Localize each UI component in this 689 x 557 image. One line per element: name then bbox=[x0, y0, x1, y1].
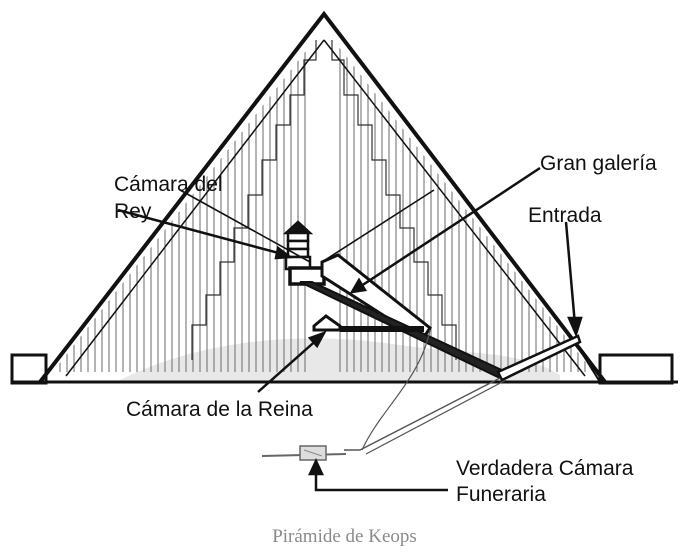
leader-lines bbox=[117, 166, 583, 492]
service-shaft bbox=[361, 329, 431, 451]
air-shaft-1 bbox=[179, 189, 311, 263]
air-shaft-2 bbox=[321, 189, 435, 263]
base-diagonal-right bbox=[579, 349, 601, 383]
base-platform-left bbox=[10, 353, 48, 385]
label-kings-chamber-line2: Rey bbox=[114, 200, 152, 223]
subterranean-passage-2 bbox=[365, 379, 507, 455]
casing-line-left bbox=[65, 39, 325, 377]
label-burial-chamber-line1: Verdadera Cámara bbox=[456, 457, 634, 480]
pyramid-outline bbox=[38, 10, 607, 384]
queens-chamber bbox=[312, 314, 342, 332]
label-entrance: Entrada bbox=[528, 204, 602, 227]
label-kings-chamber-line1: Cámara del bbox=[114, 173, 223, 196]
stepped-core-outline bbox=[191, 40, 457, 360]
subterranean-passage bbox=[344, 377, 501, 451]
label-grand-gallery: Gran galería bbox=[540, 152, 657, 175]
burial-chamber bbox=[261, 445, 347, 461]
casing-line-right bbox=[323, 39, 586, 377]
label-queens-chamber: Cámara de la Reina bbox=[126, 398, 313, 421]
descending-passage bbox=[496, 334, 582, 382]
figure-caption: Pirámide de Keops bbox=[272, 526, 417, 547]
base-platform-right bbox=[598, 353, 674, 385]
horizontal-passage bbox=[340, 326, 424, 332]
kings-chamber-structure bbox=[282, 220, 326, 286]
label-burial-chamber-line2: Funeraria bbox=[456, 483, 546, 506]
